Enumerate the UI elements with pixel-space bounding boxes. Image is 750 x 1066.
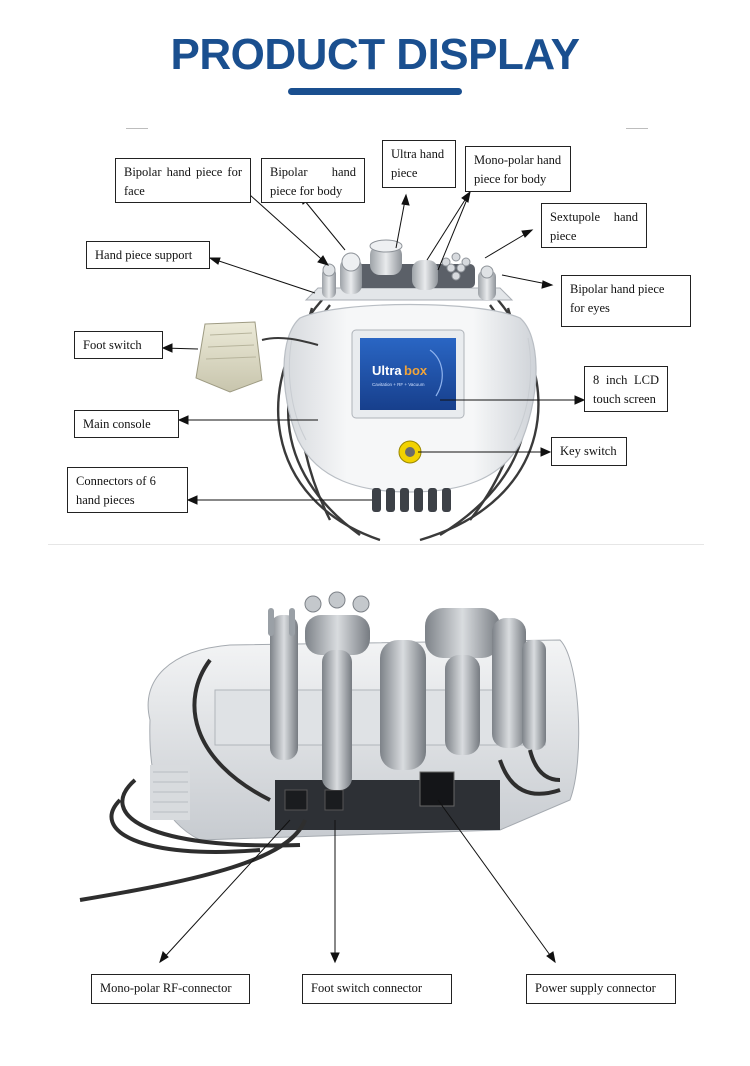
- label-lcd: 8 inch LCD touch screen: [584, 366, 668, 412]
- label-mono-body: Mono-polar hand piece for body: [465, 146, 571, 192]
- screen-brand-a: Ultra: [372, 363, 402, 378]
- section-divider: [48, 544, 704, 545]
- screen-tagline: Cavitation + RF + Vacuum: [372, 382, 425, 387]
- label-power-supply-connector: Power supply connector: [526, 974, 676, 1004]
- label-bipolar-eyes: Bipolar hand piece for eyes: [561, 275, 691, 327]
- back-callout-arrows: [159, 799, 556, 964]
- label-bipolar-face: Bipolar hand piece for face: [115, 158, 251, 203]
- page-title: PRODUCT DISPLAY: [170, 30, 580, 79]
- label-ultra: Ultra hand piece: [382, 140, 456, 188]
- lcd-screen: [360, 338, 456, 410]
- label-hand-piece-support: Hand piece support: [86, 241, 210, 269]
- hand-pieces: [322, 239, 496, 300]
- corner-mark-right: [626, 128, 648, 129]
- rear-panel: [275, 780, 500, 830]
- label-main-console: Main console: [74, 410, 179, 438]
- label-bipolar-body: Bipolar hand piece for body: [261, 158, 365, 203]
- label-sextupole: Sextupole hand piece: [541, 203, 647, 248]
- title-underline: [288, 88, 462, 95]
- label-foot-switch: Foot switch: [74, 331, 163, 359]
- top-machine-illustration: Ultra box Cavitation + RF + Vacuum: [161, 190, 586, 542]
- corner-mark-left: [126, 128, 148, 129]
- back-cables: [79, 658, 561, 902]
- label-foot-switch-connector: Foot switch connector: [302, 974, 452, 1004]
- connector-row: [372, 488, 451, 512]
- label-key-switch: Key switch: [551, 437, 627, 466]
- foot-switch-pedal: [195, 321, 319, 393]
- label-connectors: Connectors of 6 hand pieces: [67, 467, 188, 513]
- back-hand-pieces: [268, 591, 546, 790]
- screen-brand-b: box: [404, 363, 428, 378]
- label-mono-rf-connector: Mono-polar RF-connector: [91, 974, 250, 1004]
